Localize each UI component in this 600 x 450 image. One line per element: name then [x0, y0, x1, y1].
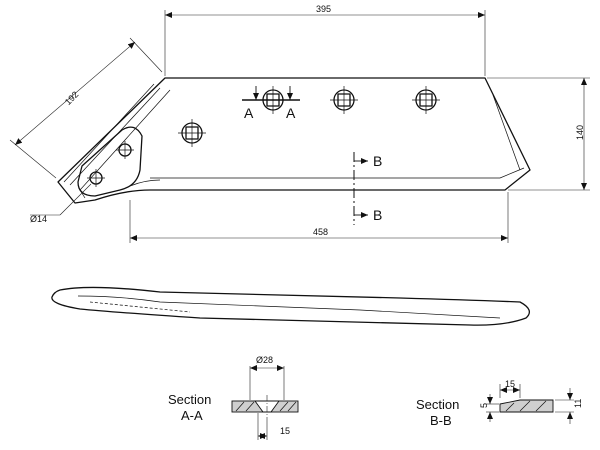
cut-label-b-bottom: B — [373, 207, 382, 223]
section-b-b: Section B-B 15 5 11 — [416, 379, 583, 428]
section-b-dimension-11: 11 — [573, 399, 583, 408]
section-a-a: Section A-A Ø28 15 — [168, 355, 299, 440]
dimension-diameter-14: Ø14 — [30, 214, 47, 224]
section-b-title: Section — [416, 397, 459, 412]
end-bevel-line — [492, 94, 521, 171]
dimension-458: 458 — [313, 227, 328, 237]
section-b-dimension-15: 15 — [505, 379, 515, 389]
bolt-hole — [412, 86, 440, 114]
section-b-name: B-B — [430, 413, 452, 428]
bolt-hole — [330, 86, 358, 114]
cut-label-a-left: A — [244, 105, 254, 121]
dimension-height: 140 — [487, 77, 590, 191]
dimension-edge-length: 192 — [9, 37, 163, 179]
cut-label-a-right: A — [286, 105, 296, 121]
cut-label-b-top: B — [373, 153, 382, 169]
dimension-192: 192 — [63, 89, 81, 107]
section-b-dimension-5: 5 — [479, 403, 489, 408]
section-a-title: Section — [168, 392, 211, 407]
strap-plate — [77, 126, 143, 197]
section-a-dimension-15: 15 — [280, 426, 290, 436]
side-view-inner-edge — [77, 295, 501, 319]
dimension-top-length: 395 — [164, 4, 486, 76]
dimension-395: 395 — [316, 4, 331, 14]
cutting-edge-line — [129, 179, 161, 187]
section-a-cut-line: A A — [242, 86, 300, 121]
dimension-bottom-length: 458 — [129, 192, 509, 243]
dimension-hole-diameter: Ø14 — [30, 183, 92, 224]
section-b-cut-line: B B — [353, 152, 382, 225]
blade-plan-view: A A B B — [57, 77, 531, 225]
blade-side-view — [51, 286, 531, 326]
side-view-outline — [51, 286, 531, 326]
section-a-name: A-A — [181, 408, 203, 423]
dimension-140: 140 — [575, 125, 585, 140]
bolt-hole — [178, 119, 206, 147]
cutting-edge-line — [150, 167, 525, 179]
blade-outline — [57, 77, 531, 204]
section-b-profile — [499, 399, 554, 413]
section-a-dimension-28: Ø28 — [256, 355, 273, 365]
